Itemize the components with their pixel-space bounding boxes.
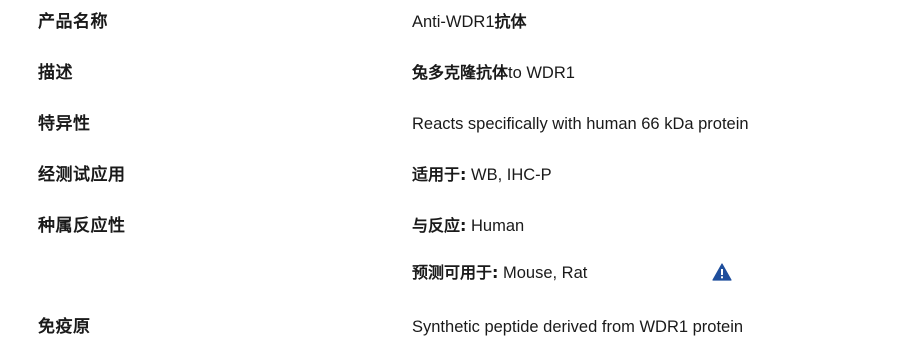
- spec-value-text: WB, IHC-P: [466, 166, 552, 184]
- spec-value: 与反应: Human: [412, 211, 524, 241]
- spec-row-tested-applications: 经测试应用 适用于: WB, IHC-P: [0, 160, 900, 190]
- spec-row-product-name: 产品名称 Anti-WDR1抗体: [0, 7, 900, 37]
- spec-value: Anti-WDR1抗体: [412, 7, 527, 37]
- spec-value-text: Synthetic peptide derived from WDR1 prot…: [412, 318, 744, 336]
- spec-value-strong: 适用于:: [412, 165, 467, 184]
- spec-label: 经测试应用: [38, 165, 126, 185]
- spec-label: 特异性: [38, 114, 91, 134]
- spec-label: 种属反应性: [38, 216, 126, 236]
- spec-value: 适用于: WB, IHC-P: [412, 160, 552, 190]
- spec-value: 预测可用于: Mouse, Rat: [412, 258, 587, 288]
- spec-row-predicted-reactivity: 预测可用于: Mouse, Rat: [0, 258, 900, 288]
- spec-value: Reacts specifically with human 66 kDa pr…: [412, 109, 749, 139]
- spec-row-specificity: 特异性 Reacts specifically with human 66 kD…: [0, 109, 900, 139]
- spec-value-text: Reacts specifically with human 66 kDa pr…: [412, 115, 749, 133]
- spec-value: 兔多克隆抗体to WDR1: [412, 58, 575, 88]
- spec-value-text: Human: [466, 217, 525, 235]
- spec-row-immunogen: 免疫原 Synthetic peptide derived from WDR1 …: [0, 312, 900, 342]
- spec-value-strong: 抗体: [494, 12, 527, 31]
- warning-triangle-icon[interactable]: [712, 263, 732, 281]
- spec-value-strong: 预测可用于:: [412, 263, 499, 282]
- spec-label: 免疫原: [38, 317, 91, 337]
- spec-value-text: to WDR1: [508, 64, 575, 82]
- spec-label: 产品名称: [38, 12, 108, 32]
- spec-row-description: 描述 兔多克隆抗体to WDR1: [0, 58, 900, 88]
- spec-value-strong: 兔多克隆抗体: [412, 63, 509, 82]
- spec-row-species-reactivity: 种属反应性 与反应: Human: [0, 211, 900, 241]
- spec-value: Synthetic peptide derived from WDR1 prot…: [412, 312, 743, 342]
- spec-label: 描述: [38, 63, 73, 83]
- spec-value-text: Anti-WDR1: [412, 13, 495, 31]
- spec-value-strong: 与反应:: [412, 216, 467, 235]
- spec-value-text: Mouse, Rat: [498, 264, 588, 282]
